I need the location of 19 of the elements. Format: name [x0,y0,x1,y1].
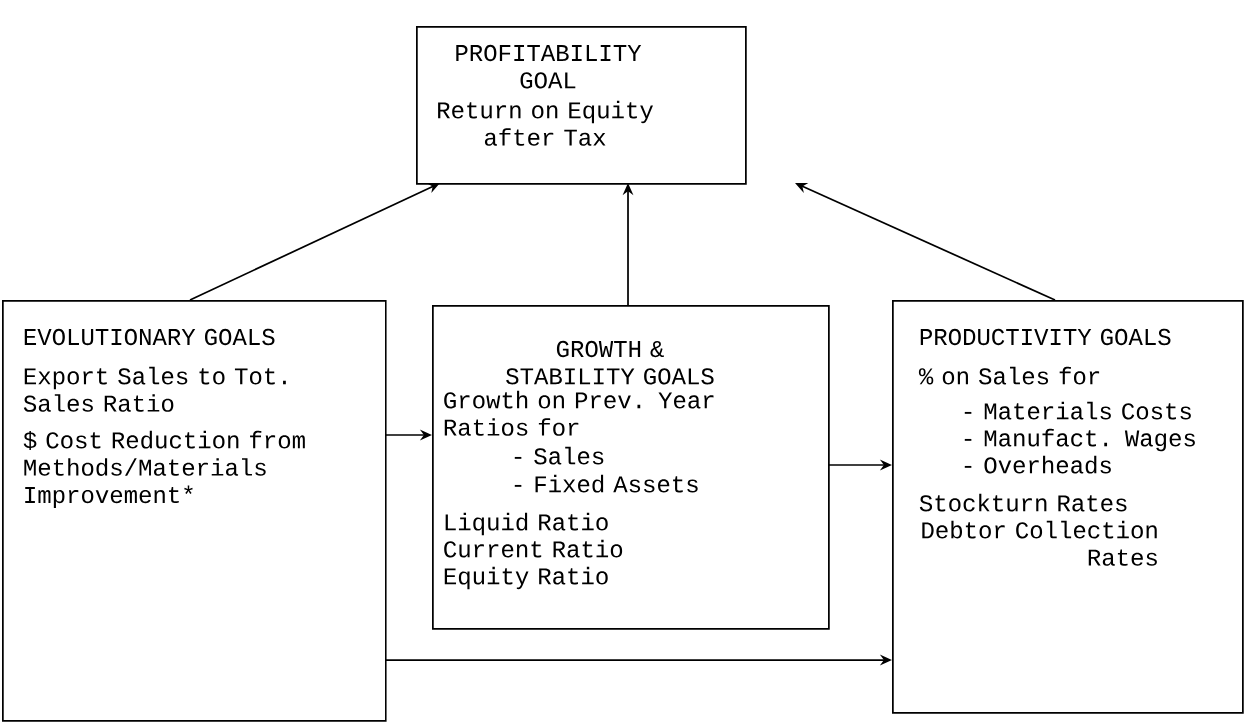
goal-text: Equity Ratio [444,566,608,590]
goal-text: Debtor Collection Rates [922,520,1157,566]
goal-text: PRODUCTIVITY GOALS [920,328,1171,346]
goal-text: Current Ratio [444,539,623,558]
goal-text: PROFITABILITY GOAL [456,44,642,89]
goal-text: - Sales [514,446,604,465]
goal-text: Export Sales to Tot. Sales Ratio [23,366,286,412]
goal-text: Liquid Ratio [445,512,608,536]
goal-text: - Fixed Assets [514,474,698,493]
goal-text: Stockturn Rates [919,493,1127,512]
goal-text: - Overheads [964,455,1111,474]
goal-text: - Manufact. Wages [964,428,1195,452]
goal-text: GROWTH & STABILITY GOALS [506,340,714,385]
goal-text: Return on Equity after Tax [438,100,653,146]
goal-text: EVOLUTIONARY GOALS [24,328,275,346]
goal-text: - Materials Costs [964,401,1191,420]
goal-text: $ Cost Reduction from Methods/Materials Improvement* [23,430,305,508]
goal-text: % on Sales for [918,366,1100,385]
goal-text: Growth on Prev. Year Ratios for [444,390,714,436]
